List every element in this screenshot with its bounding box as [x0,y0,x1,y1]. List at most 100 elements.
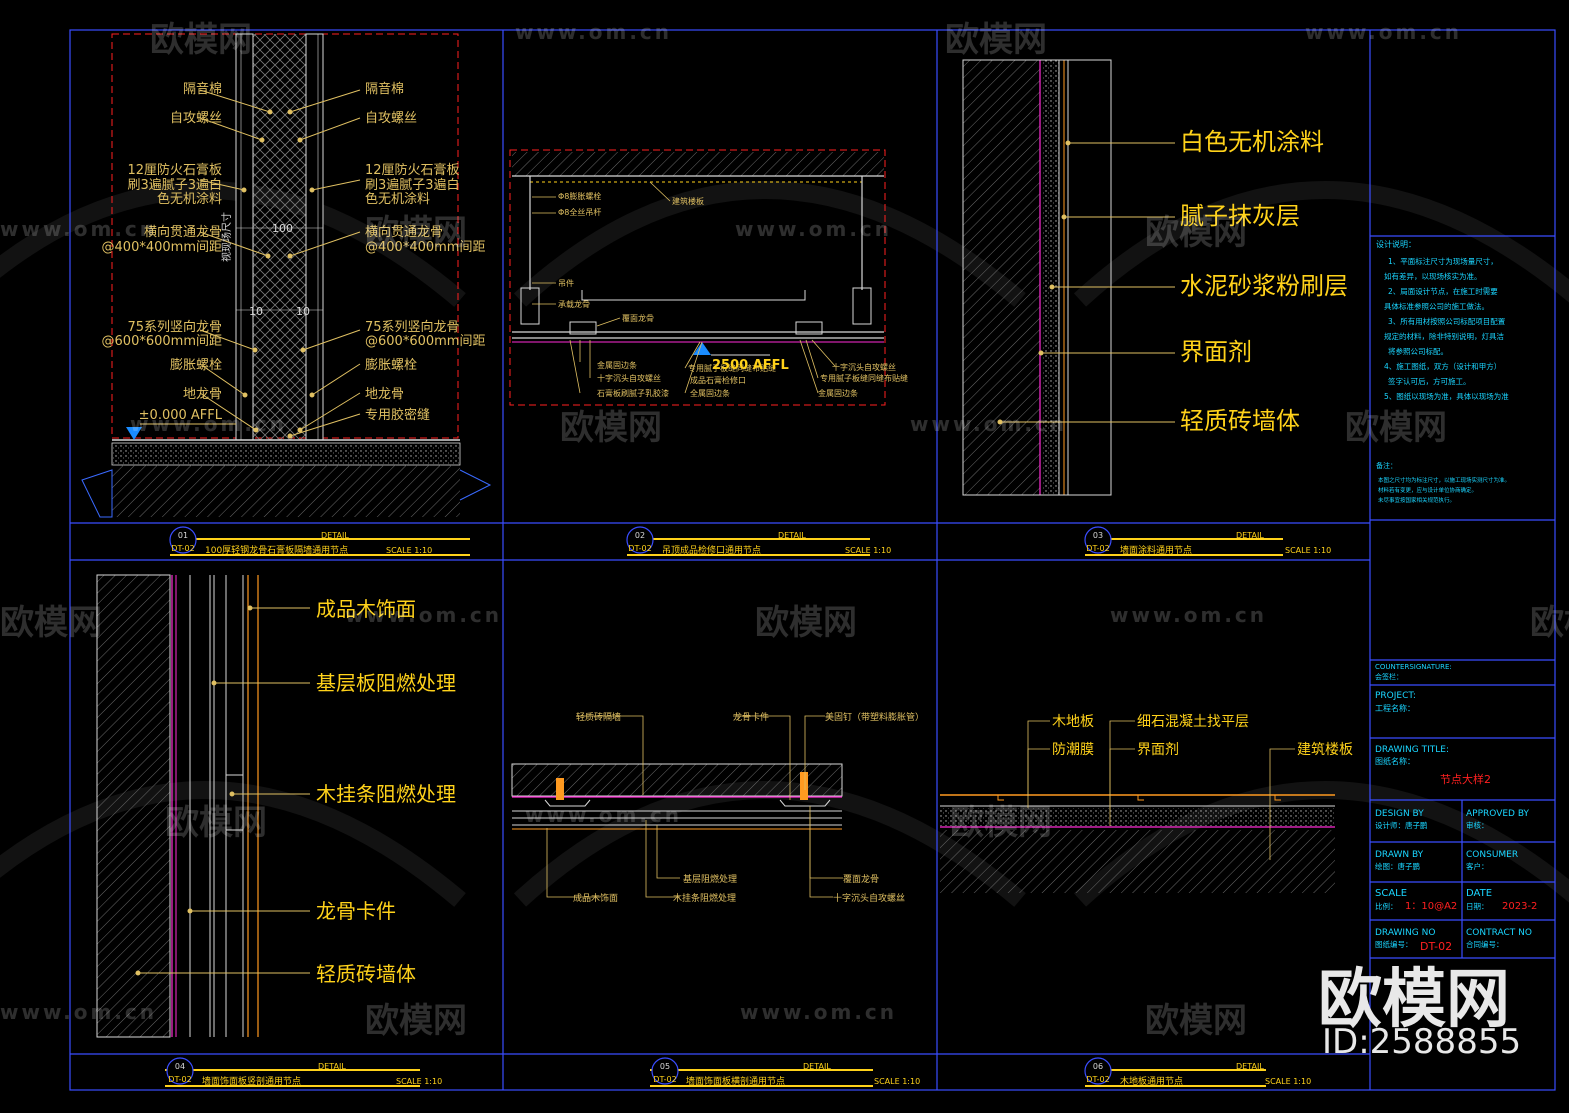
panel-2-ceiling-access [509,149,886,406]
panel1-label-right: 隔音棉 [365,81,404,97]
drawing-title-value: 节点大样2 [1440,772,1491,786]
tb-label: 合同编号： [1466,939,1504,949]
notes-title: 备注： [1376,461,1397,470]
detail-title-bars [165,526,1283,1087]
detail-scale: SCALE 1:10 [1285,546,1331,555]
tb-value: 审核： [1466,820,1489,830]
panel1-label-left: 隔音棉 [183,81,222,97]
design-note: 3、所有用材按照公司标配项目配置 [1388,316,1506,326]
watermark-logo: 欧模网 [1145,213,1247,253]
tb-label: 工程名称： [1375,703,1415,713]
design-note: 4、施工图纸，双方（设计和甲方） [1384,361,1501,371]
remark-note: 未尽事宜按国家相关规范执行。 [1378,496,1455,504]
detail-scale: SCALE 1:10 [1265,1077,1311,1086]
dimension-label: 10 [249,305,263,318]
panel1-label-right: @600*600mm间距 [365,334,485,349]
panel2-label: 建筑楼板 [672,196,704,206]
tb-label: 会签栏： [1375,672,1403,681]
remark-note: 本图之尺寸均为标注尺寸，以施工现场实测尺寸为准。 [1378,476,1510,484]
panel4-label: 基层板阻燃处理 [316,671,456,695]
detail-title: 吊顶成品检修口通用节点 [662,544,761,556]
watermark-logo: 欧模网 [0,603,102,643]
detail-number: 02 [635,531,645,540]
panel6-label: 细石混凝土找平层 [1137,714,1249,730]
watermark-logo: 欧模网 [560,408,662,448]
detail-sheet: DT-02 [628,544,651,553]
tb-label: DATE [1466,888,1492,899]
watermark-site: www.om.cn [1305,20,1463,44]
tb-value: 设计师：唐子鹏 [1375,820,1428,830]
panel3-label: 腻子抹灰层 [1180,202,1300,230]
design-note: 具体标准参照公司的施工做法。 [1384,301,1489,311]
tb-label: CONSUMER [1466,850,1518,860]
detail-word: DETAIL [1236,1062,1264,1071]
detail-sheet: DT-02 [171,544,194,553]
detail-sheet: DT-02 [168,1075,191,1084]
tb-label: 日期： [1466,902,1489,911]
panel-5-wood-panel-horizontal [511,715,843,898]
watermark-site: www.om.cn [735,217,893,241]
watermark-site: www.om.cn [0,217,158,241]
detail-scale: SCALE 1:10 [845,546,891,555]
text-layer: 隔音棉自攻螺丝12厘防火石膏板刷3遍腻子3遍白色无机涂料横向贯通龙骨@400*4… [102,81,1538,1087]
panel4-label: 龙骨卡件 [316,899,396,923]
watermark-site: www.om.cn [740,1000,898,1024]
panel3-label: 水泥砂浆粉刷层 [1180,272,1348,300]
watermark-logo: 欧模网 [755,603,857,643]
panel1-label-left: 12厘防火石膏板 [127,162,222,178]
panel-3-wall-paint [962,59,1175,496]
panel2-label: 石膏板刷腻子乳胶漆 [597,388,669,398]
panel1-label-right: @400*400mm间距 [365,240,485,255]
detail-number: 05 [660,1062,670,1071]
tb-label: PROJECT: [1375,691,1416,701]
watermark-site: www.om.cn [1110,603,1268,627]
watermark-id: ID:2588855 [1322,1022,1522,1062]
detail-sheet: DT-02 [1086,544,1109,553]
detail-sheet: DT-02 [1086,1075,1109,1084]
watermark-logo: 欧模网 [1345,408,1447,448]
ceiling-level-label: 2500 AFFL [712,358,789,373]
detail-title: 墙面饰面板横剖通用节点 [686,1075,785,1087]
detail-word: DETAIL [778,531,806,540]
panel1-label-left: 地龙骨 [183,387,222,402]
panel1-label-left: @400*400mm间距 [102,240,222,255]
drawing-no-value: DT-02 [1420,940,1452,953]
detail-word: DETAIL [1236,531,1264,540]
panel6-label: 建筑楼板 [1297,742,1353,758]
scale-value: 1：10@A2 [1405,901,1457,912]
panel2-label: 专用腻子板缝同缝布贴缝 [820,373,908,383]
detail-scale: SCALE 1:10 [396,1077,442,1086]
panel1-label-right: 专用胶密缝 [365,407,430,423]
watermark-logo: 欧模网 [365,1001,467,1041]
watermark-logo: 欧模网 [1530,603,1569,643]
panel2-label: 吊件 [558,278,574,288]
panel1-label-left: @600*600mm间距 [102,334,222,349]
tb-label: DRAWN BY [1375,850,1424,860]
panel1-label-right: 12厘防火石膏板 [365,162,460,178]
tb-label: 图纸编号： [1375,939,1413,949]
watermark-logo: 欧模网 [1145,1001,1247,1041]
sheet-frame [69,29,1556,1091]
detail-word: DETAIL [321,531,349,540]
detail-scale: SCALE 1:10 [874,1077,920,1086]
design-note: 1、平面标注尺寸为现场量尺寸， [1388,256,1498,266]
design-note: 5、图纸以现场为准，具体以现场为准 [1384,391,1509,401]
panel5-label: 木挂条阻燃处理 [673,892,736,904]
detail-number: 04 [175,1062,185,1071]
panel1-label-left: ±0.000 AFFL [139,408,223,423]
panel1-label-right: 刷3遍腻子3遍白 [365,177,460,193]
panel6-label: 界面剂 [1137,742,1179,758]
panel2-label: 专用腻子板缝同缝布贴缝 [688,363,776,373]
tb-label: DESIGN BY [1375,809,1424,819]
watermark-logo: 欧模网 [150,20,252,60]
panel1-label-right: 膨胀螺栓 [365,358,417,373]
panel6-label: 防潮膜 [1052,742,1094,758]
panel4-label: 木挂条阻燃处理 [316,782,456,806]
remark-note: 材料若有变更，应与设计单位协商确定。 [1378,486,1477,494]
panel1-label-right: 横向贯通龙骨 [365,224,443,240]
design-note: 签字认可后，方可施工。 [1388,376,1471,386]
tb-value: 客户： [1466,861,1489,871]
panel5-label: 龙骨卡件 [733,711,769,723]
panel4-label: 轻质砖墙体 [316,962,416,986]
